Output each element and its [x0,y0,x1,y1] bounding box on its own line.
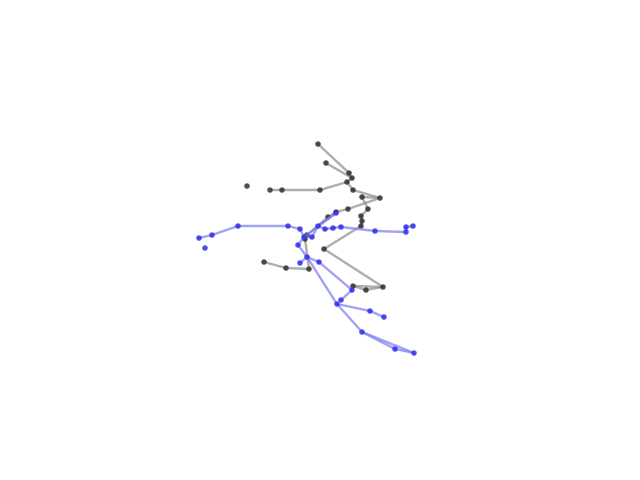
skeleton-a-joint [359,194,365,200]
skeleton-b-joint [338,297,344,303]
skeleton-a-joint [345,206,351,212]
skeleton-a-joint [306,266,312,272]
skeleton-a-joint [358,213,364,219]
skeleton-b-joint [381,314,387,320]
skeleton-a-bone [364,285,385,292]
skeleton-b-joint [359,329,365,335]
skeleton-a-bone [324,161,354,180]
skeleton-b-bone [373,229,408,234]
skeleton-a-bone [316,142,351,175]
skeleton-a-joint [350,187,356,193]
skeleton-a-bone [346,196,382,211]
skeleton-b-joint [295,242,301,248]
skeleton-a-joint [323,160,329,166]
skeleton-a-bone [318,180,349,192]
skeleton-a-joint [346,170,352,176]
skeleton-b-joint [349,287,355,293]
skeleton-b-bone [335,302,364,334]
skeleton-a-joints [244,141,386,293]
skeleton-b-joint [297,260,303,266]
skeleton-a-joint [267,187,273,193]
skeleton-a-joint [283,265,289,271]
skeleton-a-joint [344,179,350,185]
skeleton-b-joint [309,234,315,240]
skeleton-b-joint [372,228,378,234]
skeleton-b-bones [197,211,416,355]
skeleton-b-joint [338,224,344,230]
skeleton-b-joint [333,210,339,216]
skeleton-b-joint [330,225,336,231]
skeleton-a-bones [262,142,385,292]
skeleton-b-joint [304,254,310,260]
skeleton-a-joint [244,183,250,189]
skeleton-a-joint [315,141,321,147]
skeleton-a-joint [261,259,267,265]
skeleton-a-bone [303,237,311,271]
skeleton-b-joint [301,234,307,240]
skeleton-a-joint [321,246,327,252]
skeleton-a [244,141,386,293]
skeleton-b-bone [360,330,416,355]
skeleton-b-joint [392,346,398,352]
skeleton-b-joint [322,226,328,232]
skeleton-a-joint [317,187,323,193]
skeleton-a-joint [363,287,369,293]
skeleton-a-joint [349,175,355,181]
skeleton-a-joint [279,187,285,193]
skeleton-b-bone [335,302,372,313]
skeleton-b-joint [334,301,340,307]
skeleton-a-joint [359,218,365,224]
skeleton-b-joint [403,224,409,230]
skeleton-b-joint [316,259,322,265]
skeleton-b-joint [403,229,409,235]
skeleton-b-joints [196,210,417,356]
skeleton-a-joint [380,284,386,290]
skeleton-a-joint [377,195,383,201]
skeleton-b-joint [235,223,241,229]
skeleton-b-joint [411,350,417,356]
skeleton-b-bone [210,224,240,237]
skeleton-b-joint [297,226,303,232]
skeleton-b [196,210,417,356]
skeleton-b-joint [315,223,321,229]
skeleton-b-bone [305,255,339,306]
skeleton-b-joint [410,223,416,229]
skeleton-a-bone [262,260,288,270]
skeleton-a-joint [358,223,364,229]
skeleton-b-joint [367,308,373,314]
skeleton-a-joint [365,206,371,212]
skeleton-b-bone [317,260,354,292]
skeleton-b-joint [196,235,202,241]
skeleton-a-bone [322,247,385,289]
skeleton-b-joint [285,223,291,229]
skeleton-b-joint [209,232,215,238]
skeleton-b-bone [339,225,377,233]
skeleton-b-joint [202,245,208,251]
skeleton-a-bone [284,266,311,271]
